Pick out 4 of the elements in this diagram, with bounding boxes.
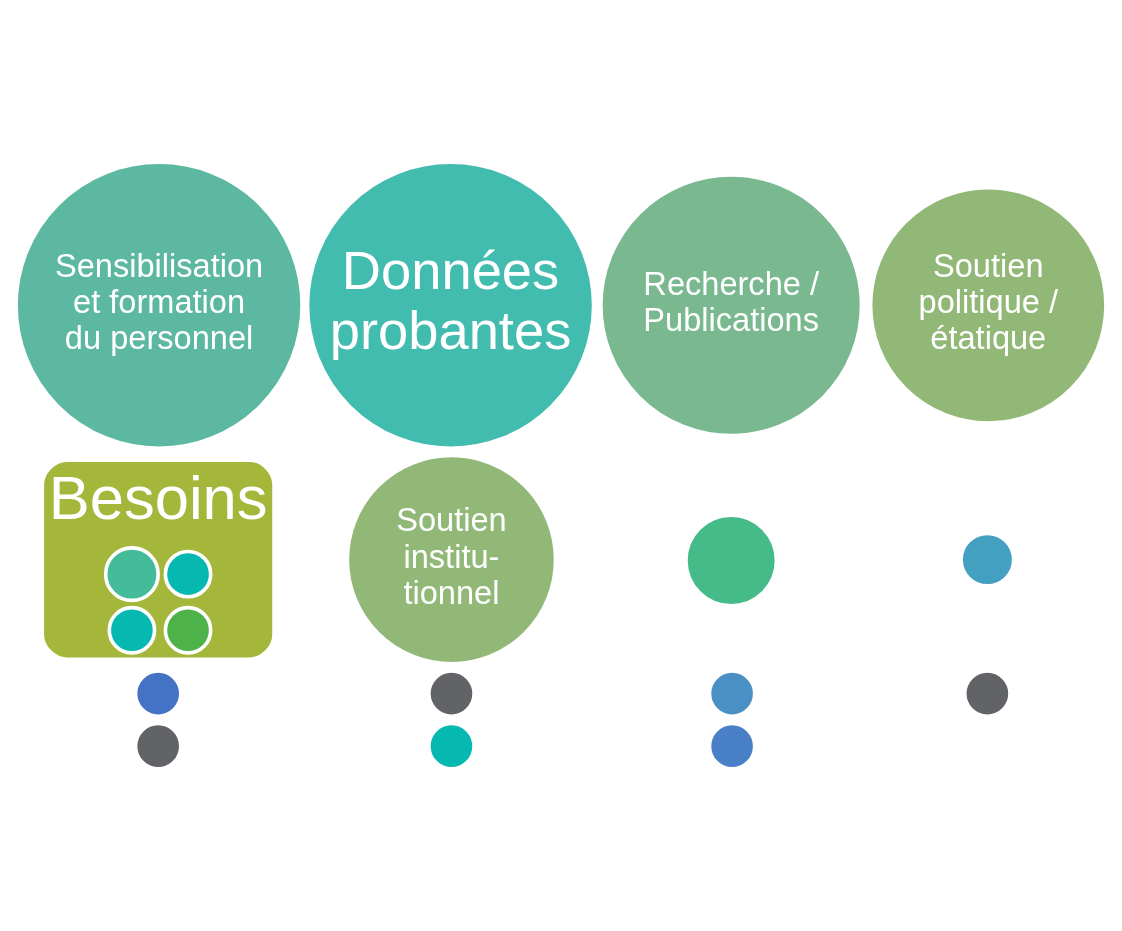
node-circle bbox=[163, 605, 213, 655]
node-circle bbox=[163, 549, 213, 599]
node-circle bbox=[103, 546, 160, 603]
node-circle bbox=[107, 605, 157, 655]
